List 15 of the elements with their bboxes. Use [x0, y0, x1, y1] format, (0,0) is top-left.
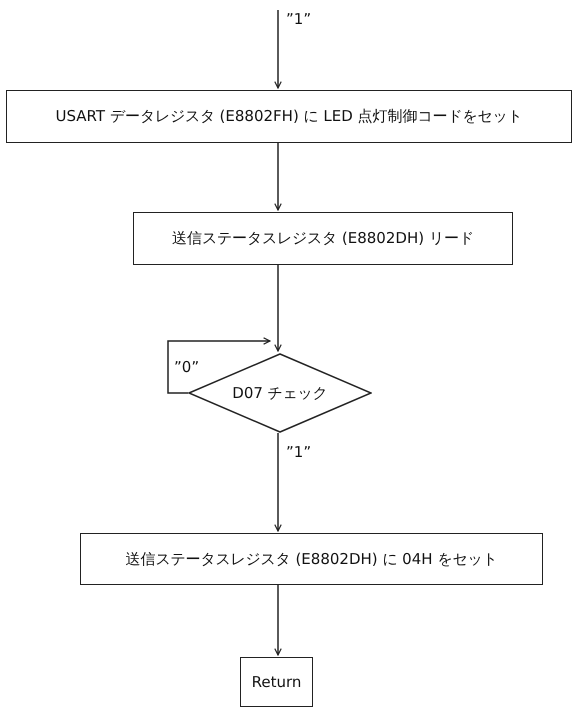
node-text: Return	[252, 673, 302, 691]
arrow	[274, 433, 282, 532]
node-text: 送信ステータスレジスタ (E8802DH) リード	[172, 229, 474, 248]
arrow	[274, 10, 282, 89]
arrow	[274, 585, 282, 656]
arrow	[167, 337, 271, 394]
arrow	[274, 143, 282, 211]
node-text: 送信ステータスレジスタ (E8802DH) に 04H をセット	[126, 550, 498, 568]
process-box	[6, 90, 572, 143]
node-text: USART データレジスタ (E8802FH) に LED 点灯制御コードをセット	[55, 107, 523, 126]
node-text: D07 チェック	[232, 384, 328, 402]
arrow	[274, 265, 282, 352]
process-box	[80, 533, 543, 585]
process-box	[133, 212, 513, 265]
terminal-box	[240, 657, 313, 707]
